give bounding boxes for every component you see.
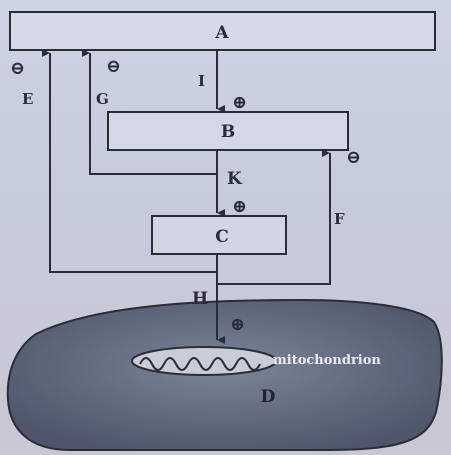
arrow-e <box>42 49 217 273</box>
label-g: G <box>96 90 109 108</box>
sign-plus-i: ⊕ <box>232 92 247 113</box>
label-c: C <box>215 227 229 247</box>
mitochondrion-label: mitochondrion <box>273 353 381 368</box>
box-b <box>107 111 349 151</box>
label-e: E <box>22 90 33 108</box>
arrow-g <box>82 49 217 175</box>
sign-minus-e: ⊖ <box>10 58 25 79</box>
sign-minus-f: ⊖ <box>346 147 361 168</box>
sign-plus-h: ⊕ <box>230 314 245 335</box>
label-b: B <box>221 122 235 142</box>
arrow-f <box>217 149 331 285</box>
label-f: F <box>334 210 345 228</box>
label-a: A <box>214 23 229 43</box>
mitochondrion <box>131 346 277 376</box>
label-i: I <box>198 72 205 90</box>
sign-minus-g: ⊖ <box>106 56 121 77</box>
label-h: H <box>192 289 208 309</box>
label-k: K <box>227 169 243 189</box>
sign-plus-k: ⊕ <box>232 196 247 217</box>
box-a <box>9 11 436 51</box>
label-d: D <box>261 387 276 407</box>
